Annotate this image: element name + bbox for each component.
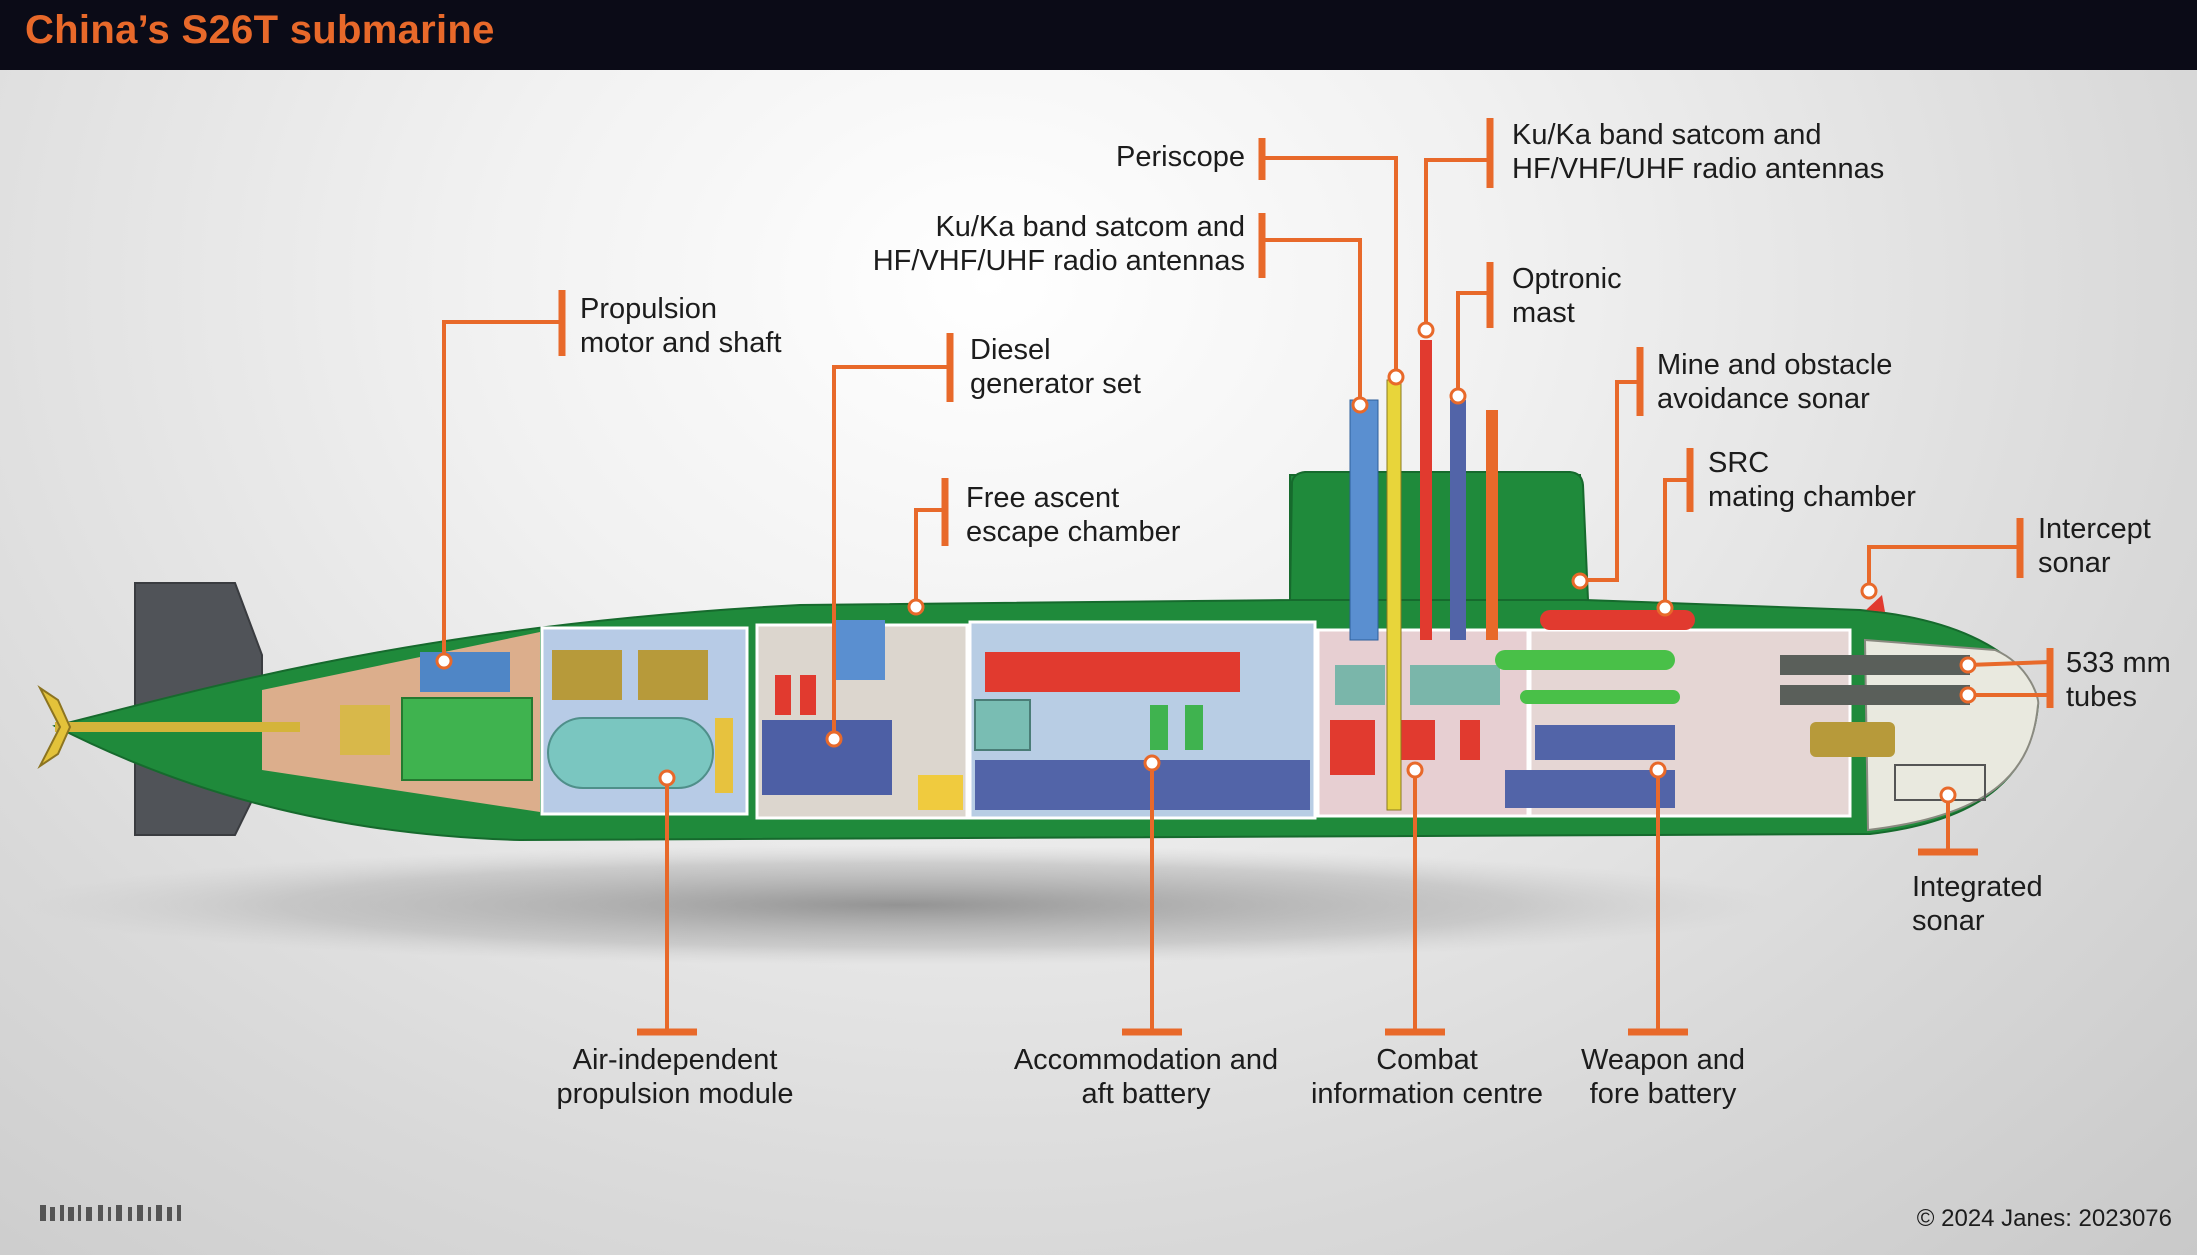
accommodation-tank: [974, 699, 1031, 751]
optronic-mast: [1450, 400, 1466, 640]
label-tubes: 533 mm tubes: [2066, 647, 2171, 713]
sail: [1288, 471, 1590, 601]
satcom-mast-fore: [1420, 340, 1432, 640]
fore-battery-2: [1505, 770, 1675, 808]
copyright-credit: © 2024 Janes: 2023076: [1916, 1205, 2172, 1232]
cic-console-2: [1410, 665, 1500, 705]
label-accommodation: Accommodation and aft battery: [1013, 1044, 1279, 1110]
accommodation-green-1: [1150, 705, 1168, 750]
bow-yellow: [1810, 722, 1895, 757]
aip-tank: [547, 717, 714, 789]
diesel-red-1: [775, 675, 791, 715]
header-bar: China’s S26T submarine: [0, 0, 2197, 70]
diesel-yellow: [918, 775, 963, 810]
torpedo-tube-2: [1780, 685, 1970, 705]
cic-red-3: [1460, 720, 1480, 760]
label-satcom-aft: Ku/Ka band satcom and HF/VHF/UHF radio a…: [872, 211, 1245, 277]
leader-lines: [442, 156, 2051, 1032]
diesel-exhaust: [835, 620, 885, 680]
label-diesel-generator: Diesel generator set: [970, 334, 1141, 400]
diesel-red-2: [800, 675, 816, 715]
label-ticks: [558, 118, 2054, 1036]
aip-engine-2: [638, 650, 708, 700]
label-satcom-fore: Ku/Ka band satcom and HF/VHF/UHF radio a…: [1512, 119, 1885, 185]
motor-gear: [340, 705, 390, 755]
label-aip-module: Air-independent propulsion module: [556, 1044, 794, 1110]
aft-battery: [975, 760, 1310, 810]
motor-block-green: [401, 697, 533, 781]
propeller: [37, 685, 72, 769]
label-src-chamber: SRC mating chamber: [1708, 447, 1916, 513]
torpedo-rack: [1495, 650, 1675, 670]
snorkel-mast: [1486, 410, 1498, 640]
hull-shadow: [20, 845, 1780, 965]
label-periscope: Periscope: [1116, 141, 1245, 173]
cic-red-1: [1330, 720, 1375, 775]
accommodation-green-2: [1185, 705, 1203, 750]
label-optronic-mast: Optronic mast: [1512, 263, 1622, 329]
cic-red-2: [1400, 720, 1435, 760]
aip-engine-1: [552, 650, 622, 700]
periscope-mast: [1386, 379, 1402, 811]
label-propulsion-motor: Propulsion motor and shaft: [580, 293, 782, 359]
label-integrated-sonar: Integrated sonar: [1912, 871, 2043, 937]
janes-logo-icon: [40, 1205, 181, 1221]
cic-console-1: [1335, 665, 1385, 705]
satcom-mast-aft: [1349, 399, 1379, 641]
label-escape-chamber: Free ascent escape chamber: [966, 482, 1181, 548]
diesel-generator: [762, 720, 892, 795]
torpedo-rack-2: [1520, 690, 1680, 704]
intercept-sonar: [1866, 595, 1885, 612]
motor-block-blue: [420, 652, 510, 692]
accommodation-berths: [985, 652, 1240, 692]
integrated-sonar-box: [1894, 764, 1986, 801]
label-mine-sonar: Mine and obstacle avoidance sonar: [1657, 349, 1893, 415]
label-intercept-sonar: Intercept sonar: [2038, 513, 2151, 579]
page-title: China’s S26T submarine: [25, 8, 495, 52]
label-combat-centre: Combat information centre: [1310, 1044, 1544, 1110]
deck-src-hatch: [1540, 610, 1695, 630]
fore-battery: [1535, 725, 1675, 760]
callout-dots: [435, 321, 1977, 804]
label-weapon-battery: Weapon and fore battery: [1581, 1044, 1745, 1110]
torpedo-tube-1: [1780, 655, 1970, 675]
aip-cylinder: [715, 718, 733, 793]
